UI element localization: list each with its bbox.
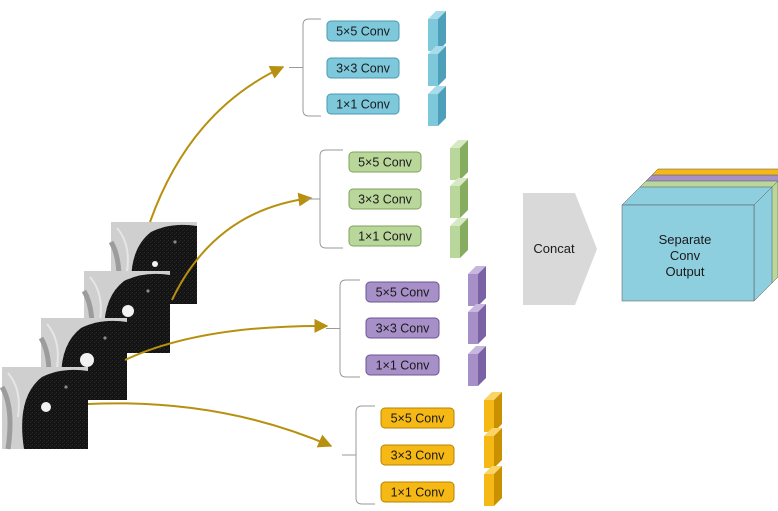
conv-box [365, 317, 440, 339]
filter-block [450, 178, 468, 218]
conv-label: 3×3 Conv [376, 322, 431, 336]
conv-label: 1×1 Conv [391, 486, 446, 500]
filter-block [468, 346, 486, 386]
filter-block [484, 392, 502, 432]
branch-bracket [306, 149, 343, 249]
conv-box [380, 481, 455, 503]
concat-block: Concat [523, 193, 597, 305]
conv-label: 3×3 Conv [358, 193, 413, 207]
concat-label: Concat [533, 241, 575, 256]
branch-3: 5×5 Conv 3×3 Conv 1×1 Conv [326, 266, 486, 386]
branch-bracket [342, 405, 375, 505]
filter-block [484, 428, 502, 468]
flow-arrow [171, 192, 313, 301]
flow-arrow [149, 65, 285, 223]
filter-block [428, 86, 446, 126]
filter-block [428, 11, 446, 51]
ct-slice-stack-icon [0, 222, 197, 450]
filter-block [450, 140, 468, 180]
conv-box [326, 20, 400, 42]
conv-box [365, 281, 440, 303]
flow-arrow [124, 318, 329, 361]
conv-box [380, 407, 455, 429]
output-label-line-2: Conv [670, 248, 701, 263]
output-layer [621, 186, 773, 302]
conv-label: 3×3 Conv [391, 449, 446, 463]
output-label-line-3: Output [665, 264, 704, 279]
conv-label: 3×3 Conv [336, 62, 391, 76]
conv-branches: 5×5 Conv 3×3 Conv 1×1 Conv 5×5 Conv 3×3 Conv… [289, 11, 502, 506]
conv-box [348, 188, 422, 210]
branch-bracket [289, 18, 321, 117]
filter-block [428, 46, 446, 86]
conv-label: 1×1 Conv [336, 98, 391, 112]
conv-label: 5×5 Conv [358, 156, 413, 170]
conv-box [348, 225, 422, 247]
conv-box [326, 93, 400, 115]
branch-bracket [326, 279, 360, 378]
conv-label: 5×5 Conv [376, 286, 431, 300]
conv-label: 1×1 Conv [358, 230, 413, 244]
filter-block [468, 266, 486, 306]
conv-box [380, 444, 455, 466]
conv-box [348, 151, 422, 173]
conv-label: 5×5 Conv [391, 412, 446, 426]
conv-label: 5×5 Conv [336, 25, 391, 39]
branch-2: 5×5 Conv 3×3 Conv 1×1 Conv [306, 140, 468, 258]
ct-slice [0, 367, 89, 450]
filter-block [484, 466, 502, 506]
conv-box [365, 354, 440, 376]
concat-chevron-shape [523, 193, 597, 305]
conv-box [326, 57, 400, 79]
output-label-line-1: Separate [659, 232, 712, 247]
branch-4: 5×5 Conv 3×3 Conv 1×1 Conv [342, 392, 502, 506]
branch-arrows [87, 65, 333, 448]
separate-conv-output: Separate Conv Output [621, 168, 778, 302]
flow-arrow [87, 402, 333, 448]
branch-1: 5×5 Conv 3×3 Conv 1×1 Conv [289, 11, 446, 126]
conv-label: 1×1 Conv [376, 359, 431, 373]
filter-block [468, 304, 486, 344]
filter-block [450, 218, 468, 258]
